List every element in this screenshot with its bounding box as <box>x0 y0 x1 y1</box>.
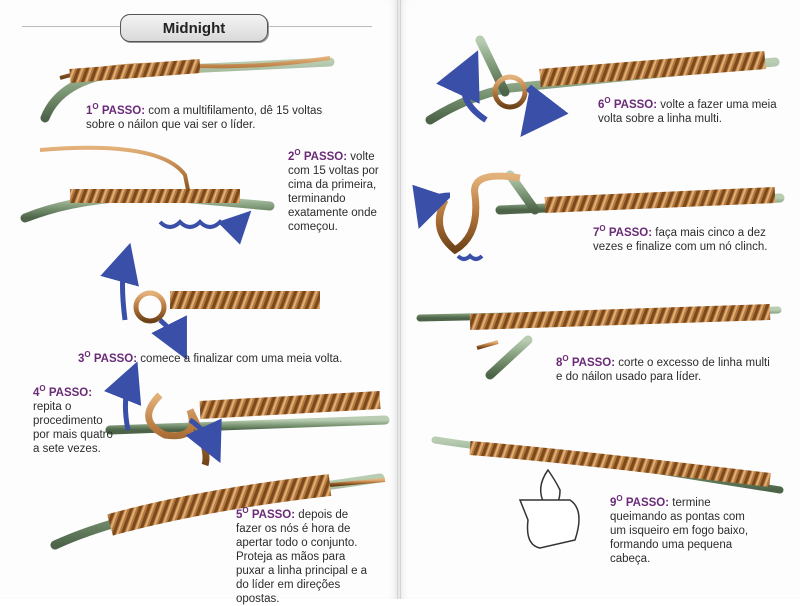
step-1-text: 1O PASSO: com a multifilamento, dê 15 vo… <box>86 102 323 131</box>
step-2-text: 2O PASSO: volte com 15 voltas por cima d… <box>288 148 379 233</box>
step-7-illustration <box>412 170 785 261</box>
step-7-text: 7O PASSO: faça mais cinco a dez vezes e … <box>593 224 768 253</box>
step-9-illustration <box>431 436 784 549</box>
step-5-illustration <box>50 473 386 550</box>
book-spine <box>397 0 401 599</box>
step-1-illustration <box>40 56 335 123</box>
lighter-hand-icon <box>518 499 580 549</box>
step-4-illustration <box>104 361 390 467</box>
step-8-illustration <box>416 304 782 380</box>
step-9-text: 9O PASSO: termine queimando as pontas co… <box>610 494 749 565</box>
step-3-text: 3O PASSO: comece a finalizar com uma mei… <box>78 350 343 365</box>
step-4-text: 4O PASSO: repita o procedimento por mais… <box>33 384 113 455</box>
page-title: Midnight <box>120 14 268 42</box>
step-8-text: 8O PASSO: corte o excesso de linha multi… <box>556 354 770 383</box>
step-6-illustration <box>425 35 780 138</box>
step-6-text: 6O PASSO: volte a fazer uma meia volta s… <box>598 96 777 125</box>
step-2-illustration <box>20 145 275 245</box>
step-3-illustration <box>83 242 335 360</box>
step-5-text: 5O PASSO: depois de fazer os nós é hora … <box>236 506 368 605</box>
